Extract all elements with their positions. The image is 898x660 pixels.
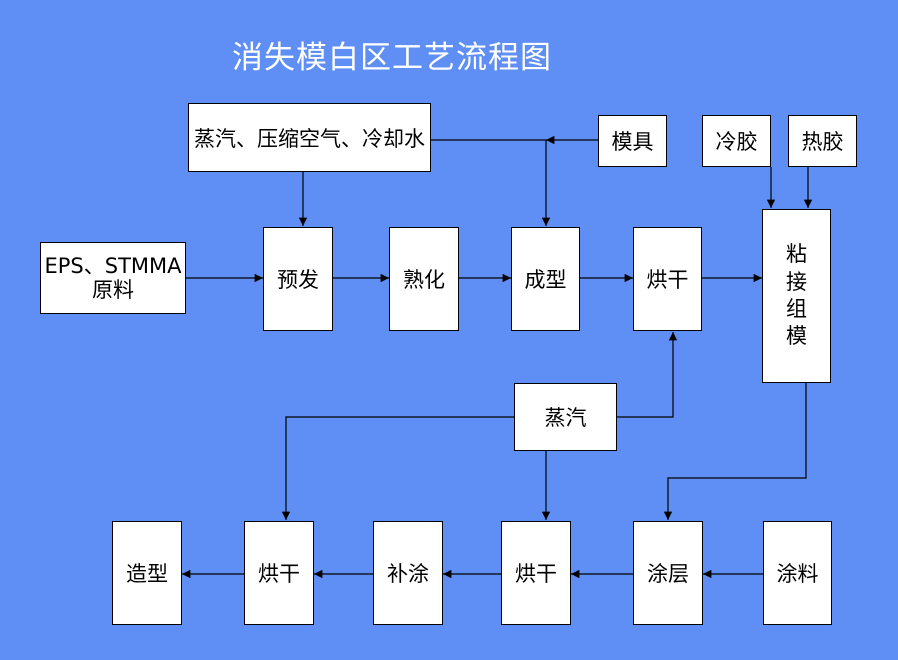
aging-label: 熟化 (403, 268, 445, 292)
steam-to-drying3-arrow (281, 416, 514, 520)
gluing-char-3: 组 (786, 297, 807, 321)
paint-box: 涂料 (763, 521, 832, 625)
utilities-box: 蒸汽、压缩空气、冷却水 (188, 103, 431, 172)
molding-label: 成型 (524, 268, 567, 292)
shaping-label: 造型 (126, 562, 168, 586)
touch-up-label: 补涂 (387, 562, 429, 586)
pre-expansion-box: 预发 (263, 227, 333, 331)
shaping-box: 造型 (112, 521, 182, 625)
cold-glue-label: 冷胶 (715, 130, 758, 154)
coating-label: 涂层 (647, 562, 689, 586)
drying-1-label: 烘干 (646, 268, 689, 292)
gluing-char-4: 模 (786, 324, 807, 349)
hot-glue-box: 热胶 (788, 115, 857, 167)
diagram-title: 消失模白区工艺流程图 (232, 40, 552, 76)
gluing-char-1: 粘 (786, 242, 807, 267)
drying-2-box: 烘干 (501, 521, 571, 625)
drying-3-label: 烘干 (258, 562, 300, 586)
steam-box: 蒸汽 (514, 383, 617, 451)
gluing-assembly-box: 粘 接 组 模 (762, 209, 831, 383)
aging-box: 熟化 (389, 227, 459, 331)
mold-label: 模具 (611, 130, 654, 154)
raw-material-line2: 原料 (92, 278, 134, 302)
utilities-label: 蒸汽、压缩空气、冷却水 (194, 126, 425, 151)
steam-to-drying1-arrow (617, 332, 678, 418)
touch-up-box: 补涂 (373, 521, 443, 625)
pre-expansion-label: 预发 (277, 268, 319, 292)
drying-2-label: 烘干 (515, 562, 557, 586)
raw-material-line1: EPS、STMMA (44, 253, 182, 278)
hot-glue-label: 热胶 (801, 130, 844, 154)
gluing-to-coating-arrow (663, 383, 807, 520)
molding-box: 成型 (511, 227, 580, 331)
gluing-char-2: 接 (786, 269, 807, 294)
steam-label: 蒸汽 (544, 406, 587, 430)
paint-label: 涂料 (776, 562, 819, 586)
coating-box: 涂层 (633, 521, 703, 625)
mold-box: 模具 (598, 115, 667, 167)
cold-glue-box: 冷胶 (702, 115, 771, 167)
raw-material-box: EPS、STMMA 原料 (40, 242, 186, 314)
drying-1-box: 烘干 (633, 227, 702, 331)
drying-3-box: 烘干 (244, 521, 314, 625)
